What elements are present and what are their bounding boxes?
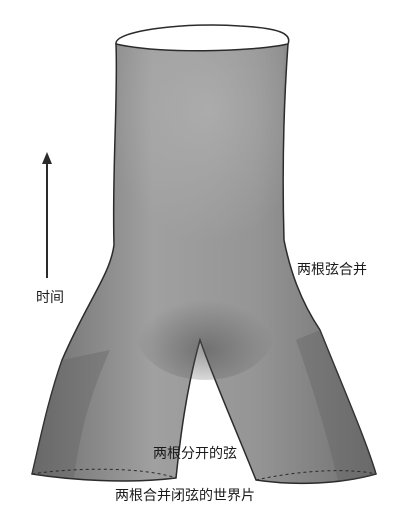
top-string-opening [116, 25, 289, 51]
time-axis-label: 时间 [36, 291, 64, 305]
upper-highlight [116, 44, 286, 266]
time-arrow-head [42, 152, 52, 164]
crotch-shadow [135, 280, 275, 380]
worldsheet-caption: 两根合并闭弦的世界片 [115, 489, 255, 503]
merge-label: 两根弦合并 [297, 263, 367, 277]
split-strings-label: 两根分开的弦 [153, 447, 237, 461]
